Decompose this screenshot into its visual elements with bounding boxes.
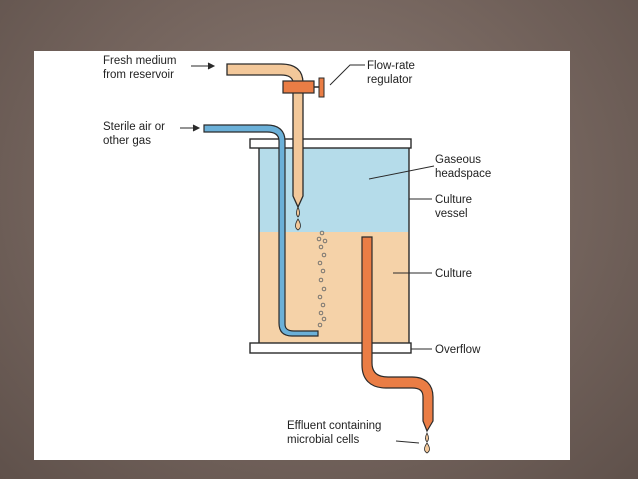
label-culture: Culture bbox=[435, 268, 472, 280]
air-bubbles bbox=[316, 230, 328, 328]
sterile-air-tube bbox=[203, 124, 319, 337]
label-headspace-line1: Gaseous bbox=[435, 154, 481, 166]
label-vessel-line1: Culture bbox=[435, 194, 472, 206]
label-effluent-line2: microbial cells bbox=[287, 434, 359, 446]
chemostat-diagram: Fresh medium from reservoir Flow-rate re… bbox=[103, 55, 491, 454]
label-sterile-air-line2: other gas bbox=[103, 135, 151, 147]
medium-drop-2 bbox=[295, 218, 301, 231]
label-headspace-line2: headspace bbox=[435, 168, 491, 180]
label-fresh-medium-line1: Fresh medium bbox=[103, 55, 177, 67]
slide-panel: Fresh medium from reservoir Flow-rate re… bbox=[34, 51, 570, 460]
overflow-tube bbox=[361, 236, 434, 454]
label-flow-rate-line1: Flow-rate bbox=[367, 60, 415, 72]
label-overflow: Overflow bbox=[435, 344, 481, 356]
effluent-drop-2 bbox=[424, 442, 430, 454]
diagram-labels: Fresh medium from reservoir Flow-rate re… bbox=[103, 55, 491, 446]
label-effluent-line1: Effluent containing bbox=[287, 420, 381, 432]
vessel-bottom-rim bbox=[249, 342, 412, 354]
label-fresh-medium-line2: from reservoir bbox=[103, 69, 174, 81]
label-flow-rate-line2: regulator bbox=[367, 74, 413, 86]
label-vessel-line2: vessel bbox=[435, 208, 468, 220]
culture-vessel bbox=[249, 138, 412, 354]
label-sterile-air-line1: Sterile air or bbox=[103, 121, 165, 133]
medium-drop bbox=[296, 205, 300, 218]
leader-lines bbox=[180, 62, 435, 444]
fresh-medium-tube bbox=[226, 63, 304, 231]
flow-rate-regulator-valve bbox=[282, 77, 325, 98]
effluent-drop bbox=[425, 432, 429, 443]
vessel-top-rim bbox=[249, 138, 412, 149]
